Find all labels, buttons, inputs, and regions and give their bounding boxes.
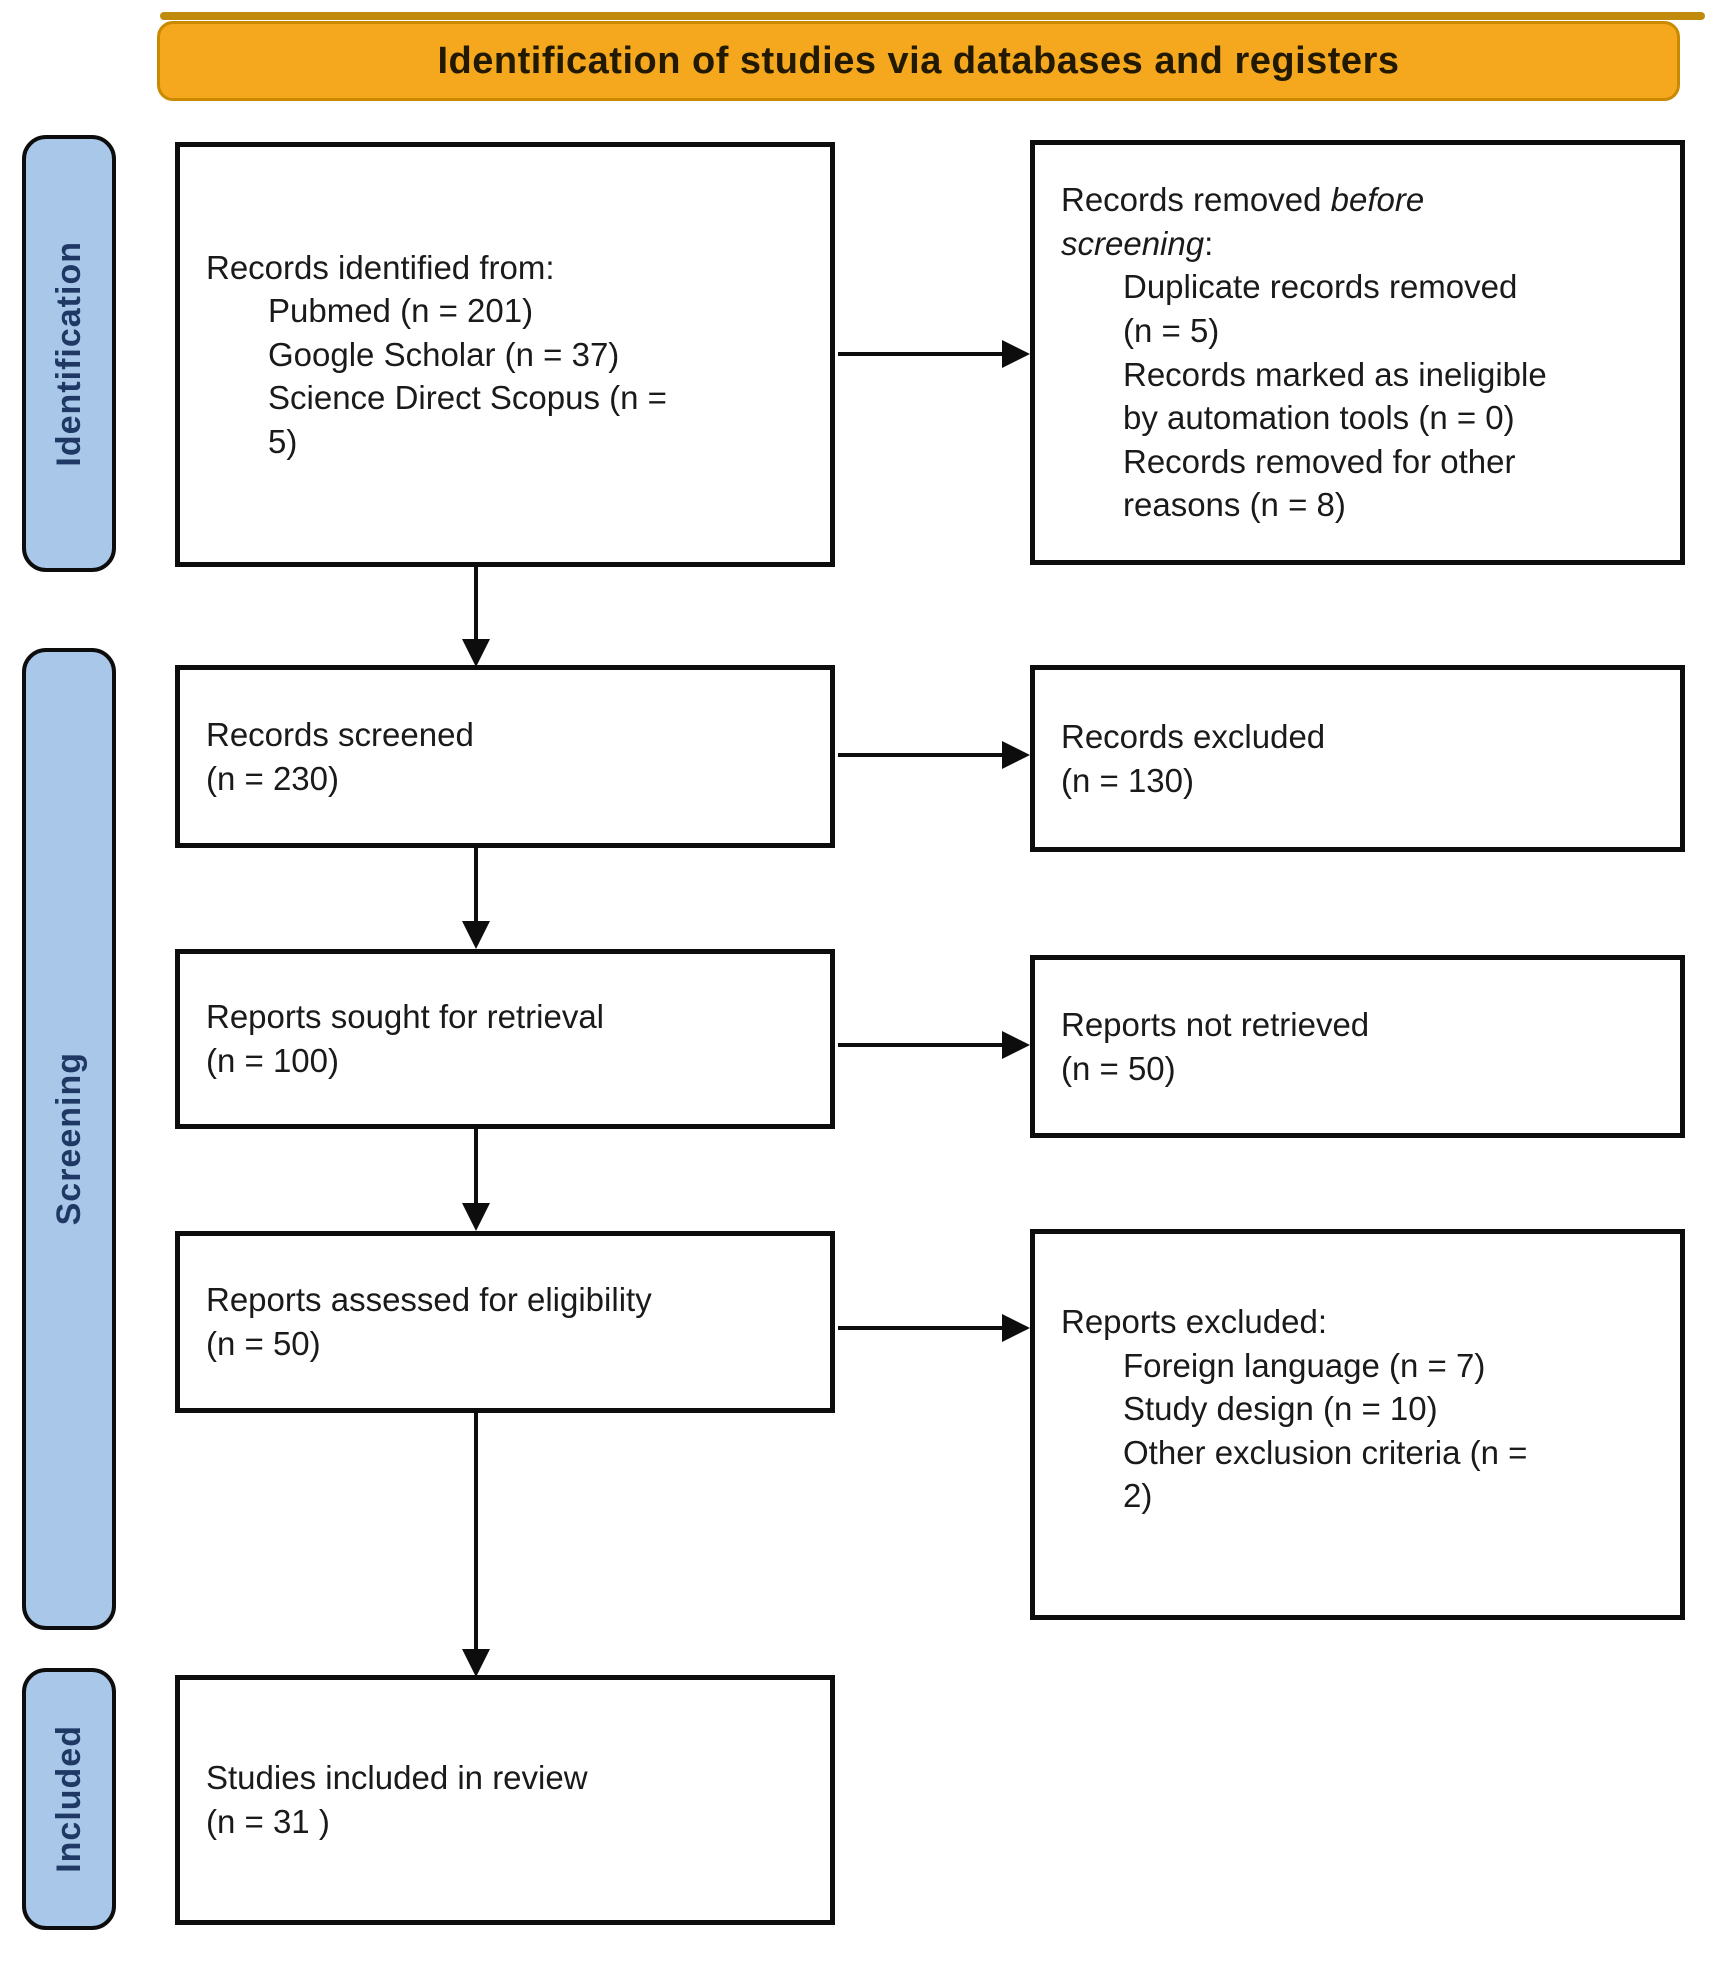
arrow-down-icon [462, 639, 490, 667]
records-identified-source-science-direct-cont: 5) [268, 422, 298, 460]
box-reports-not-retrieved: Reports not retrieved (n = 50) [1030, 955, 1685, 1138]
box-records-screened: Records screened (n = 230) [175, 665, 835, 848]
studies-included-label: Studies included in review [206, 1759, 588, 1797]
reports-sought-count: (n = 100) [206, 1042, 339, 1079]
records-excluded-label: Records excluded [1061, 717, 1326, 755]
box-records-identified: Records identified from: Pubmed (n = 201… [175, 142, 835, 567]
studies-included-count: (n = 31 ) [206, 1803, 330, 1840]
stage-screening-text: Screening [49, 1052, 88, 1226]
arrow-line-sought-to-assessed [474, 1129, 478, 1205]
stage-label-screening: Screening [22, 648, 116, 1630]
arrow-right-icon [1002, 741, 1030, 769]
reports-not-retrieved-label: Reports not retrieved [1061, 1005, 1370, 1043]
records-excluded-count: (n = 130) [1061, 761, 1194, 799]
records-marked-ineligible-cont: by automation tools (n = 0) [1123, 399, 1515, 437]
box-records-excluded: Records excluded (n = 130) [1030, 665, 1685, 852]
box-studies-included: Studies included in review (n = 31 ) [175, 1675, 835, 1925]
reports-excluded-study-design: Study design (n = 10) [1123, 1390, 1438, 1428]
arrow-down-icon [462, 1203, 490, 1231]
records-removed-other: Records removed for other [1123, 442, 1516, 480]
reports-excluded-other-criteria-cont: 2) [1123, 1477, 1153, 1515]
top-strip-decoration [160, 12, 1705, 20]
arrow-right-icon [1002, 340, 1030, 368]
records-identified-source-pubmed: Pubmed (n = 201) [268, 292, 534, 330]
reports-excluded-title: Reports excluded: [1061, 1303, 1327, 1340]
records-removed-other-cont: reasons (n = 8) [1123, 486, 1346, 524]
stage-included-text: Included [49, 1725, 88, 1873]
arrow-line-identified-to-removed [838, 352, 1004, 356]
arrow-line-assessed-to-reports-excluded [838, 1326, 1004, 1330]
arrow-line-sought-to-not-retrieved [838, 1043, 1004, 1047]
reports-assessed-label: Reports assessed for eligibility [206, 1281, 652, 1319]
reports-excluded-other-criteria: Other exclusion criteria (n = [1123, 1433, 1528, 1471]
records-removed-title-line1: Records removed before [1061, 181, 1425, 219]
arrow-right-icon [1002, 1314, 1030, 1342]
records-screened-count: (n = 230) [206, 759, 339, 797]
reports-assessed-count: (n = 50) [206, 1325, 321, 1362]
stage-label-included: Included [22, 1668, 116, 1930]
box-reports-excluded: Reports excluded: Foreign language (n = … [1030, 1229, 1685, 1620]
duplicate-records-removed: Duplicate records removed [1123, 268, 1518, 306]
stage-label-identification: Identification [22, 135, 116, 572]
box-reports-assessed: Reports assessed for eligibility (n = 50… [175, 1231, 835, 1413]
arrow-down-icon [462, 1649, 490, 1677]
reports-excluded-foreign-language: Foreign language (n = 7) [1123, 1346, 1486, 1384]
records-identified-source-science-direct: Science Direct Scopus (n = [268, 379, 667, 417]
arrow-right-icon [1002, 1031, 1030, 1059]
arrow-line-screened-to-excluded [838, 753, 1004, 757]
records-screened-label: Records screened [206, 715, 474, 753]
records-marked-ineligible: Records marked as ineligible [1123, 355, 1547, 393]
records-identified-source-google-scholar: Google Scholar (n = 37) [268, 335, 620, 373]
banner: Identification of studies via databases … [157, 21, 1680, 101]
box-records-removed-before-screening: Records removed before screening: Duplic… [1030, 140, 1685, 565]
reports-sought-label: Reports sought for retrieval [206, 998, 605, 1036]
banner-title: Identification of studies via databases … [437, 39, 1400, 82]
arrow-line-screened-to-sought [474, 848, 478, 923]
records-removed-title-line2: screening: [1061, 224, 1214, 262]
box-reports-sought: Reports sought for retrieval (n = 100) [175, 949, 835, 1129]
records-identified-title: Records identified from: [206, 248, 555, 286]
arrow-line-assessed-to-included [474, 1413, 478, 1651]
duplicate-records-removed-count: (n = 5) [1123, 311, 1220, 349]
arrow-line-identified-to-screened [474, 567, 478, 641]
arrow-down-icon [462, 921, 490, 949]
stage-identification-text: Identification [49, 240, 88, 467]
reports-not-retrieved-count: (n = 50) [1061, 1049, 1176, 1087]
